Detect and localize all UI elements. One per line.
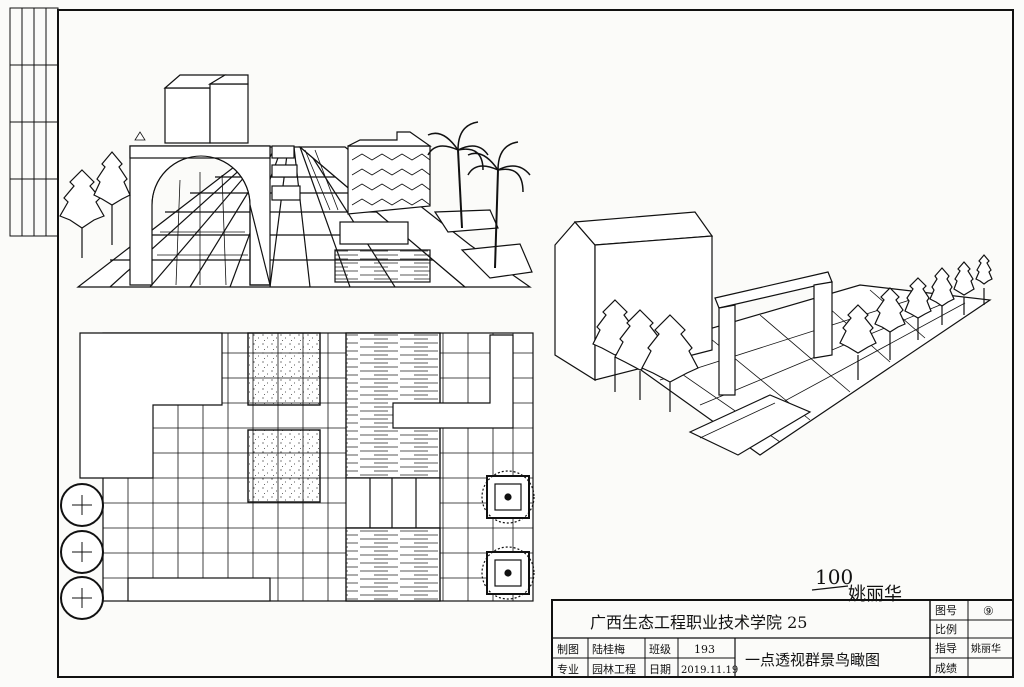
instructor-label: 指导: [935, 641, 957, 655]
school-name: 广西生态工程职业技术学院 25: [590, 613, 807, 632]
major-label: 专业: [557, 662, 579, 676]
title-block: [551, 599, 1014, 678]
major-value: 园林工程: [592, 662, 636, 676]
sheet-no-label: 图号: [935, 604, 957, 617]
scale-label: 比例: [935, 622, 957, 636]
perspective-house-sketch: [554, 211, 993, 456]
date-label: 日期: [649, 663, 671, 676]
drawn-by-value: 陆桂梅: [592, 642, 625, 656]
grade-label: 成绩: [935, 662, 957, 675]
class-label: 班级: [649, 643, 671, 656]
perspective-courtyard-sketch: [59, 74, 533, 288]
drawing-title: 一点透视群景鸟瞰图: [745, 651, 880, 669]
sheet-border: [57, 9, 1014, 678]
plan-view: [60, 332, 535, 620]
instructor-value: 姚丽华: [971, 642, 1001, 655]
date-value: 2019.11.19: [681, 665, 738, 676]
sheet-no-value: ⑨: [983, 604, 994, 618]
score-underline: [811, 585, 849, 591]
class-value: 193: [694, 643, 715, 656]
drawn-by-label: 制图: [557, 643, 579, 656]
instructor-signature: 姚丽华: [848, 584, 902, 605]
grade-score: 100: [815, 565, 853, 589]
binding-strip: [9, 7, 59, 237]
